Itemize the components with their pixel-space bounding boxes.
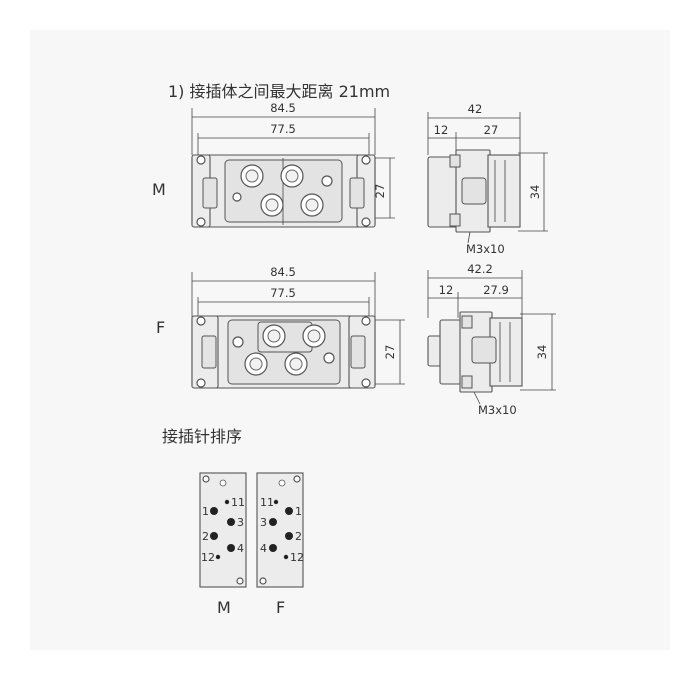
female-side-dimensions: 42.2 12 27.9 34 (427, 262, 556, 391)
male-width-outer: 84.5 (270, 101, 296, 115)
male-height: 27 (373, 184, 387, 199)
male-pin-2: 2 (202, 530, 209, 543)
pinout-male-label: M (217, 598, 231, 617)
female-pin-12: 12 (290, 551, 304, 564)
female-side-total: 42.2 (467, 262, 493, 276)
male-label: M (152, 180, 166, 199)
male-width-inner: 77.5 (270, 122, 296, 136)
male-pin-3: 3 (237, 516, 244, 529)
female-label: F (156, 318, 165, 337)
male-pin-1: 1 (202, 505, 209, 518)
female-screw-label: M3x10 (478, 403, 517, 417)
male-side-total: 42 (468, 102, 483, 116)
female-front-dimensions: 84.5 77.5 27 (191, 265, 405, 385)
female-pin-3: 3 (260, 516, 267, 529)
female-pin-1: 1 (295, 505, 302, 518)
female-side-view (427, 311, 523, 405)
female-pinout-plate: 11 3 1 4 2 12 (256, 472, 304, 588)
male-pin-11: 11 (231, 496, 245, 509)
pinout-heading: 接插针排序 (162, 427, 242, 446)
female-side-b: 27.9 (483, 283, 509, 297)
male-pin-12: 12 (201, 551, 215, 564)
female-pin-11: 11 (260, 496, 274, 509)
page-title: 1) 接插体之间最大距离 21mm (168, 82, 390, 101)
female-pin-2: 2 (295, 530, 302, 543)
male-side-a: 12 (434, 123, 449, 137)
male-side-b: 27 (484, 123, 499, 137)
female-width-inner: 77.5 (270, 286, 296, 300)
male-side-height: 34 (528, 185, 542, 200)
pinout-female-label: F (276, 598, 285, 617)
female-height: 27 (383, 345, 397, 360)
male-side-view (427, 149, 521, 244)
female-pin-4: 4 (260, 542, 267, 555)
male-pinout-plate: 11 1 3 2 4 12 (199, 472, 247, 588)
female-front-view (191, 315, 376, 389)
female-side-height: 34 (535, 345, 549, 360)
female-side-a: 12 (439, 283, 454, 297)
male-front-view (191, 154, 376, 228)
male-side-dimensions: 42 12 27 34 (427, 102, 548, 232)
male-screw-label: M3x10 (466, 242, 505, 256)
female-width-outer: 84.5 (270, 265, 296, 279)
male-pin-4: 4 (237, 542, 244, 555)
